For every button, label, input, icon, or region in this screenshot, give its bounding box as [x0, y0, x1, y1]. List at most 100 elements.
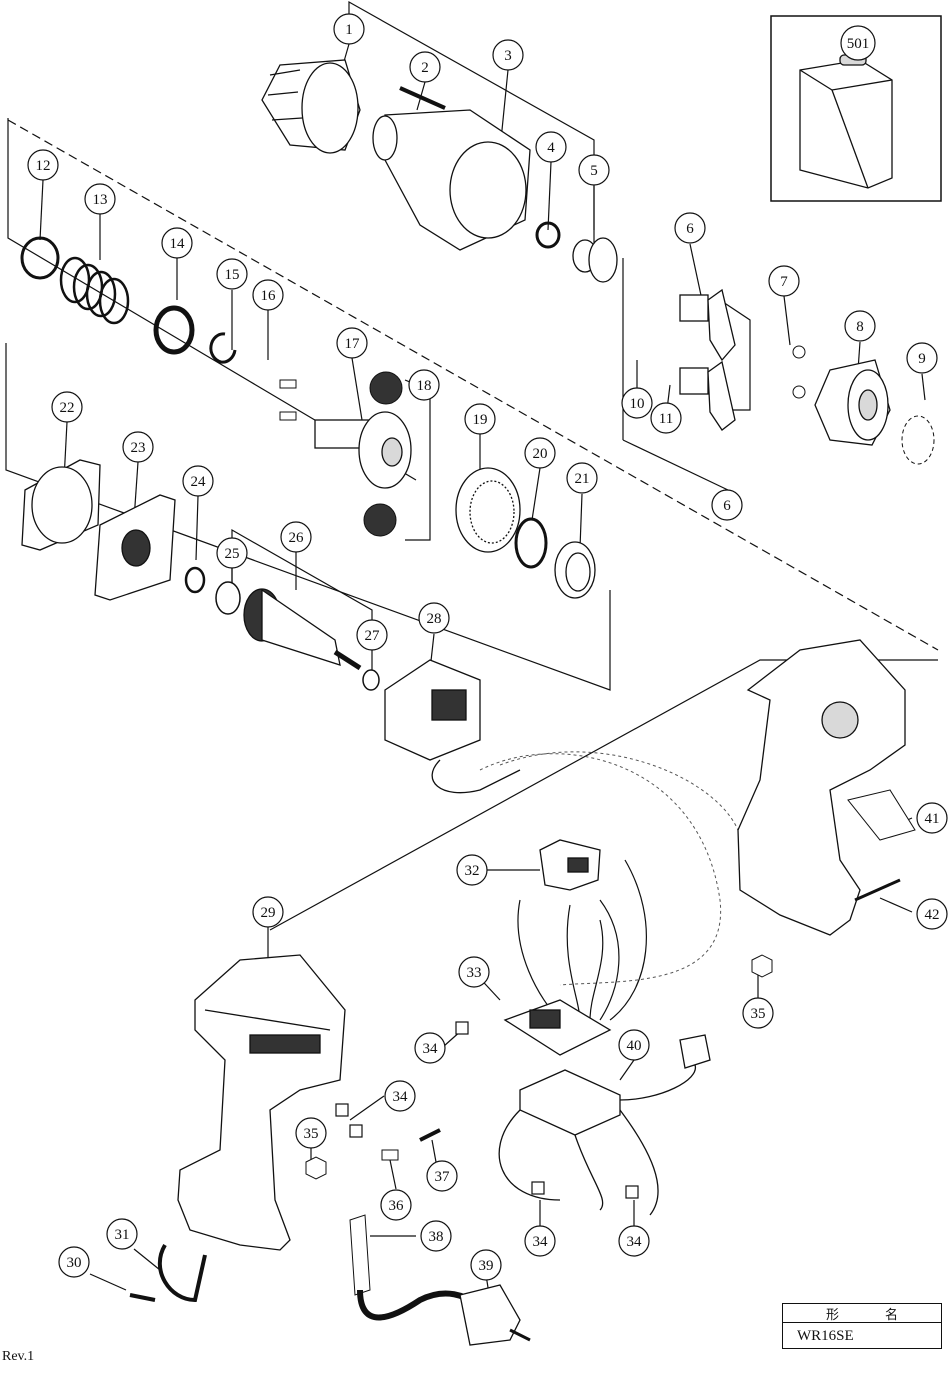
callout-circle [456, 854, 488, 886]
anvil-lower [679, 360, 736, 431]
callout-6: 6 [711, 489, 743, 521]
callout-number: 6 [686, 221, 694, 237]
spindle [314, 411, 412, 489]
nose-cap [261, 59, 361, 154]
callout-number: 25 [225, 546, 240, 562]
callout-1: 1 [333, 13, 365, 45]
callout-28: 28 [418, 602, 450, 634]
callout-circle [182, 465, 214, 497]
washer-14 [153, 305, 195, 355]
callout-501: 501 [840, 25, 876, 61]
callout-number: 5 [590, 163, 598, 179]
callout-32: 32 [456, 854, 488, 886]
callout-circle [122, 431, 154, 463]
callout-31: 31 [106, 1218, 138, 1250]
callout-number: 14 [170, 236, 186, 252]
callout-circle [426, 1160, 458, 1192]
callout-16: 16 [252, 279, 284, 311]
callout-number: 18 [417, 378, 432, 394]
steel-ball-upper [792, 345, 806, 359]
callout-number: 34 [393, 1089, 409, 1105]
callout-circle [844, 310, 876, 342]
callout-circle [464, 403, 496, 435]
callout-circle [524, 1225, 556, 1257]
screw-37 [419, 1128, 441, 1142]
wire-path-b [499, 751, 743, 861]
callout-24: 24 [182, 465, 214, 497]
model-header-left: 形 [825, 1306, 839, 1322]
hammer-case [372, 109, 531, 251]
housing-left [177, 954, 346, 1251]
callout-7: 7 [768, 265, 800, 297]
callout-number: 33 [467, 965, 482, 981]
callout-number: 34 [533, 1234, 549, 1250]
callout-circle [578, 154, 610, 186]
callout-41: 41 [916, 802, 948, 834]
internal-gear [455, 467, 521, 553]
callout-circle [336, 327, 368, 359]
nut-35-right [751, 954, 773, 978]
callout-34: 34 [618, 1225, 650, 1257]
callout-circle [621, 387, 653, 419]
idle-gear-lower [363, 503, 397, 537]
callout-number: 34 [627, 1234, 643, 1250]
callout-circle [414, 1032, 446, 1064]
callout-layer: 1234566789101112131415161718192021222324… [27, 13, 948, 1281]
callout-number: 35 [304, 1126, 319, 1142]
callout-25: 25 [216, 537, 248, 569]
callout-number: 42 [925, 907, 940, 923]
callout-circle [252, 896, 284, 928]
callout-9: 9 [906, 342, 938, 374]
callout-number: 35 [751, 1006, 766, 1022]
bolt [399, 86, 446, 110]
callout-number: 39 [479, 1258, 494, 1274]
switch [539, 839, 601, 891]
callout-number: 19 [473, 412, 488, 428]
callout-number: 10 [630, 396, 645, 412]
callout-38: 38 [420, 1220, 452, 1252]
callout-number: 1 [345, 22, 353, 38]
bearing-27 [362, 669, 380, 691]
callout-37: 37 [426, 1160, 458, 1192]
callout-circle [566, 462, 598, 494]
stator [384, 659, 521, 794]
cord-armor [349, 1214, 371, 1296]
ball-ring [901, 415, 935, 465]
callout-number: 37 [435, 1169, 451, 1185]
callout-circle [492, 39, 524, 71]
callout-number: 11 [659, 411, 673, 427]
callout-number: 26 [289, 530, 305, 546]
callout-number: 13 [93, 192, 108, 208]
callout-11: 11 [650, 402, 682, 434]
callout-19: 19 [464, 403, 496, 435]
callout-number: 24 [191, 474, 207, 490]
hook [157, 1243, 207, 1303]
cord-clamp [381, 1149, 399, 1161]
callout-3: 3 [492, 39, 524, 71]
callout-12: 12 [27, 149, 59, 181]
callout-circle [916, 898, 948, 930]
washer-20 [514, 517, 548, 569]
callout-33: 33 [458, 956, 490, 988]
callout-number: 41 [925, 811, 940, 827]
screw-30 [129, 1293, 156, 1302]
gasket [21, 459, 101, 551]
callout-circle [252, 279, 284, 311]
callout-circle [216, 258, 248, 290]
model-table: 形 名 WR16SE [782, 1303, 942, 1349]
revision-label: Rev.1 [2, 1349, 35, 1364]
callout-36: 36 [380, 1189, 412, 1221]
callout-circle [380, 1189, 412, 1221]
callout-35: 35 [742, 997, 774, 1029]
pin-lower [279, 411, 297, 421]
steel-ball-lower [792, 385, 806, 399]
spring [59, 256, 130, 325]
callout-5: 5 [578, 154, 610, 186]
callout-23: 23 [122, 431, 154, 463]
case-frame [770, 15, 942, 202]
callout-34: 34 [524, 1225, 556, 1257]
callout-circle [280, 521, 312, 553]
callout-circle [470, 1249, 502, 1281]
plug [459, 1284, 531, 1346]
